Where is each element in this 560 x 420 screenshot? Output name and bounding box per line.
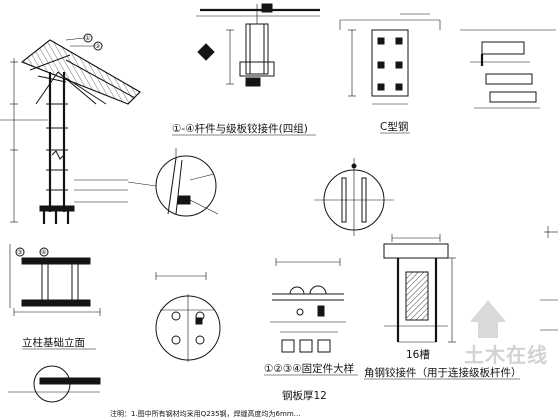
callout-2: ② [95, 43, 101, 50]
callout-4-circle [39, 247, 49, 257]
footer-note: 注明：1.图中所有钢材均采用Q235钢，焊缝高度均为6mm… [110, 409, 301, 418]
callout-4: ④ [41, 249, 46, 256]
caption-c-section: C型钢 [380, 120, 408, 133]
caption-channel-16: 16槽 [406, 349, 430, 361]
caption-rod-detail: ①-④杆件与级板铰接件(四组) [172, 122, 308, 135]
callout-1: ① [85, 35, 90, 42]
callout-3: ③ [17, 249, 22, 256]
channel-16-detail: 16槽 角钢铰接件（用于连接级板杆件） [364, 234, 522, 380]
panel-support-column-elevation: ① ② [0, 33, 141, 224]
round-plate-top [314, 158, 394, 236]
caption-steel-plate: 钢板厚12 [282, 389, 327, 402]
joint-enlargement [127, 148, 219, 217]
section-marker-icon [197, 43, 215, 61]
column-base-elevation: ③ ④ 立柱基础立面 [8, 244, 101, 403]
watermark: 土木在线 [464, 300, 548, 367]
caption-fixing-detail: ①②③④固定件大样 [264, 362, 354, 375]
solar-panel [21, 39, 141, 105]
c-section-detail: C型钢 [339, 13, 441, 134]
caption-column-elevation: 立柱基础立面 [22, 336, 85, 349]
watermark-text: 土木在线 [464, 343, 548, 367]
rod-hinge-detail: ①-④杆件与级板铰接件(四组) [172, 3, 320, 136]
caption-steel-angle: 角钢铰接件（用于连接级板杆件） [364, 366, 522, 379]
fixing-clip-details [460, 29, 556, 109]
callout-3-circle [15, 247, 25, 257]
right-edge-partial [540, 226, 558, 331]
round-plate-bottom [155, 272, 221, 362]
fixing-piece-detail: ①②③④固定件大样 钢板厚12 [264, 258, 358, 402]
